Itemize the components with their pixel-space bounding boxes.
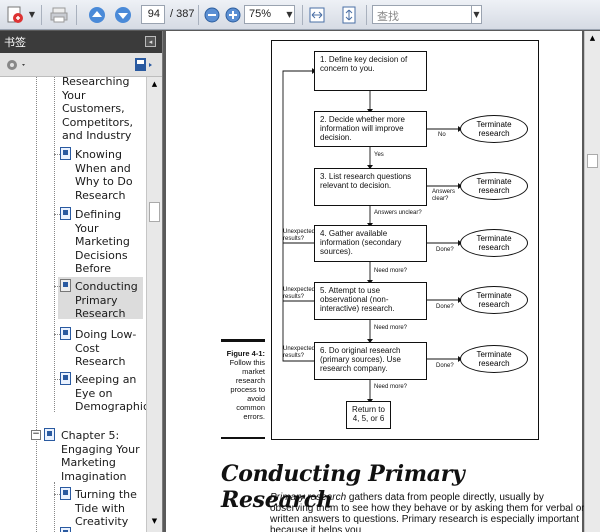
bookmarks-scrollbar[interactable]: ▲ ▼	[146, 77, 162, 532]
bookmark-item-turning-tide[interactable]: Turning the Tide with Creativity	[75, 488, 137, 528]
collapse-toggle-icon[interactable]: −	[31, 429, 41, 440]
page-total: / 387	[170, 8, 195, 20]
bookmark-item-researching[interactable]: Researching Your Customers, Competitors,…	[62, 77, 134, 142]
zoom-out-icon[interactable]	[201, 4, 223, 26]
bookmark-item-chapter5[interactable]: Chapter 5: Engaging Your Marketing Imagi…	[61, 429, 140, 483]
bookmark-item-conducting-primary[interactable]: Conducting Primary Research	[75, 280, 138, 320]
bookmark-icon	[60, 372, 71, 385]
label-answers-clear: Answers clear?	[432, 189, 456, 202]
next-page-icon[interactable]	[112, 4, 134, 26]
bookmarks-panel: 书签 ◂ Researching Your Customers, Competi…	[0, 31, 163, 532]
label-no: No	[438, 132, 446, 138]
toolbar: ▼ 94 / 387 75% ▼ 查找 ▼	[0, 0, 600, 30]
create-dropdown-chevron-icon[interactable]: ▼	[28, 10, 36, 19]
scroll-thumb[interactable]	[587, 154, 598, 168]
flow-step-3: 3. List research questions relevant to d…	[314, 168, 427, 206]
label-done: Done?	[436, 247, 454, 253]
flow-connectors	[282, 68, 462, 403]
bookmarks-header: 书签 ◂	[0, 31, 162, 53]
label-unexpected: Unexpected results?	[283, 346, 316, 359]
bookmark-icon	[60, 279, 71, 292]
document-scrollbar[interactable]: ▲	[584, 31, 600, 532]
bookmark-icon	[44, 428, 55, 441]
bookmark-icon	[60, 487, 71, 500]
zoom-dropdown-chevron-icon[interactable]: ▼	[285, 5, 295, 24]
label-need-more: Need more?	[374, 384, 408, 390]
search-dropdown-chevron-icon[interactable]: ▼	[472, 5, 482, 24]
previous-page-icon[interactable]	[86, 4, 108, 26]
terminate-oval: Terminate research	[460, 286, 528, 314]
caption-rule	[221, 339, 265, 342]
label-need-more: Need more?	[374, 325, 408, 331]
bookmark-icon	[60, 527, 71, 532]
bookmarks-toolbar	[0, 53, 162, 77]
bookmark-item-demographics[interactable]: Keeping an Eye on Demographics	[75, 373, 146, 413]
bookmark-icon	[60, 147, 71, 160]
search-input[interactable]: 查找	[372, 5, 472, 24]
zoom-in-icon[interactable]	[222, 4, 244, 26]
terminate-oval: Terminate research	[460, 172, 528, 200]
bookmark-icon	[60, 207, 71, 220]
flow-step-6: 6. Do original research (primary sources…	[314, 342, 427, 380]
terminate-oval: Terminate research	[460, 229, 528, 257]
flow-step-4: 4. Gather available information (seconda…	[314, 225, 427, 262]
label-need-more: Need more?	[374, 268, 408, 274]
print-icon[interactable]	[48, 4, 70, 26]
terminate-oval: Terminate research	[460, 115, 528, 143]
bookmarks-title: 书签	[4, 36, 26, 49]
label-answers-unclear: Answers unclear?	[374, 210, 422, 216]
flow-step-2: 2. Decide whether more information will …	[314, 111, 427, 147]
section-heading: Conducting Primary Research	[221, 461, 465, 513]
body-text: gathers data from people directly, usual…	[270, 492, 585, 532]
figure-frame	[271, 40, 539, 440]
label-unexpected: Unexpected results?	[283, 229, 316, 242]
expand-bookmark-icon[interactable]	[134, 57, 156, 73]
terminate-oval: Terminate research	[460, 345, 528, 373]
label-yes: Yes	[374, 152, 384, 158]
flow-step-1: 1. Define key decision of concern to you…	[314, 51, 427, 91]
body-lead: Primary research	[270, 492, 347, 503]
label-done: Done?	[436, 363, 454, 369]
bookmark-tree: Researching Your Customers, Competitors,…	[0, 77, 146, 532]
fit-width-icon[interactable]	[306, 4, 328, 26]
page-number-input[interactable]: 94	[141, 5, 165, 24]
label-unexpected: Unexpected results?	[283, 287, 316, 300]
scroll-up-icon[interactable]: ▲	[589, 34, 596, 42]
pdf-page: 1. Define key decision of concern to you…	[166, 31, 585, 532]
bookmark-item-knowing-when[interactable]: Knowing When and Why to Do Research	[75, 148, 133, 202]
collapse-panel-icon[interactable]: ◂	[145, 36, 156, 47]
options-gear-icon[interactable]	[4, 57, 28, 73]
figure-caption-text: Follow this market research process to a…	[229, 358, 265, 421]
scroll-up-icon[interactable]: ▲	[151, 80, 158, 88]
document-view[interactable]: 1. Define key decision of concern to you…	[164, 31, 600, 532]
create-pdf-icon[interactable]	[4, 4, 26, 26]
zoom-level-input[interactable]: 75%	[244, 5, 286, 24]
selected-highlight	[58, 277, 143, 319]
flow-step-5: 5. Attempt to use observational (non-int…	[314, 282, 427, 320]
fit-page-icon[interactable]	[338, 4, 360, 26]
bookmark-item-low-cost[interactable]: Doing Low-Cost Research	[75, 328, 137, 368]
flow-return: Return to 4, 5, or 6	[346, 401, 391, 429]
scroll-thumb[interactable]	[149, 202, 160, 222]
label-done: Done?	[436, 304, 454, 310]
body-paragraph: Primary research gathers data from peopl…	[270, 492, 588, 532]
figure-caption-title: Figure 4-1:	[226, 349, 265, 358]
scroll-down-icon[interactable]: ▼	[151, 517, 158, 525]
caption-rule	[221, 437, 265, 439]
bookmark-icon	[60, 327, 71, 340]
